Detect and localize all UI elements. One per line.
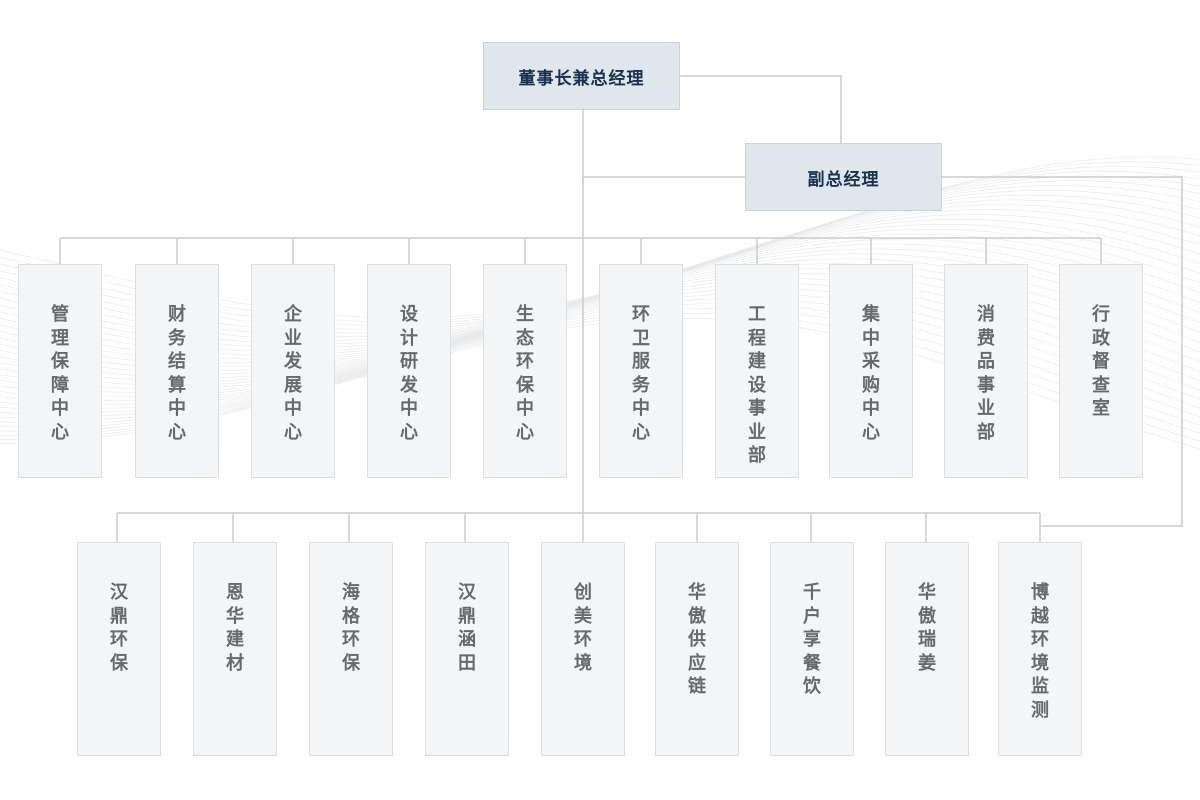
center-box-sanitation: 环卫服务中心 xyxy=(599,264,683,478)
center-box-management: 管理保障中心 xyxy=(18,264,102,478)
subsidiary-box-qianhu: 千户享餐饮 xyxy=(770,542,854,756)
center-box-consumer: 消费品事业部 xyxy=(944,264,1028,478)
center-box-ecology: 生态环保中心 xyxy=(483,264,567,478)
center-box-engineering: 工程建设事业部 xyxy=(715,264,799,478)
subsidiary-label: 华傲供应链 xyxy=(688,582,706,697)
center-box-supervision: 行政督查室 xyxy=(1059,264,1143,478)
subsidiary-label: 华傲瑞姜 xyxy=(918,582,936,674)
subsidiary-label: 汉鼎环保 xyxy=(110,582,128,674)
center-box-design: 设计研发中心 xyxy=(367,264,451,478)
connector-vice-monitor xyxy=(941,176,1183,527)
center-box-development: 企业发展中心 xyxy=(251,264,335,478)
center-label: 财务结算中心 xyxy=(168,304,186,443)
subsidiary-label: 海格环保 xyxy=(342,582,360,674)
center-label: 消费品事业部 xyxy=(977,304,995,443)
subsidiary-label: 博越环境监测 xyxy=(1031,582,1049,721)
subsidiary-box-handing-hantian: 汉鼎涵田 xyxy=(425,542,509,756)
center-label: 企业发展中心 xyxy=(284,304,302,443)
center-label: 生态环保中心 xyxy=(516,304,534,443)
connector-row2-drops xyxy=(116,513,1041,542)
center-label: 集中采购中心 xyxy=(862,304,880,443)
chairman-label: 董事长兼总经理 xyxy=(518,68,645,89)
subsidiary-box-boyue: 博越环境监测 xyxy=(998,542,1082,756)
subsidiary-label: 千户享餐饮 xyxy=(803,582,821,697)
center-label: 工程建设事业部 xyxy=(748,304,766,466)
subsidiary-label: 恩华建材 xyxy=(226,582,244,674)
center-box-finance: 财务结算中心 xyxy=(135,264,219,478)
subsidiary-box-huaao-ruijiang: 华傲瑞姜 xyxy=(885,542,969,756)
subsidiary-label: 创美环境 xyxy=(574,582,592,674)
subsidiary-box-huaao-supply: 华傲供应链 xyxy=(655,542,739,756)
subsidiary-label: 汉鼎涵田 xyxy=(458,582,476,674)
center-label: 行政督查室 xyxy=(1092,304,1110,419)
center-label: 设计研发中心 xyxy=(400,304,418,443)
center-box-procurement: 集中采购中心 xyxy=(829,264,913,478)
subsidiary-box-chuangmei: 创美环境 xyxy=(541,542,625,756)
connector-chairman-vice xyxy=(679,75,842,143)
center-label: 环卫服务中心 xyxy=(632,304,650,443)
connector-row1-drops xyxy=(59,238,1102,264)
chairman-box: 董事长兼总经理 xyxy=(483,42,680,110)
subsidiary-box-haige: 海格环保 xyxy=(309,542,393,756)
center-label: 管理保障中心 xyxy=(51,304,69,443)
vice-label: 副总经理 xyxy=(807,169,880,190)
subsidiary-box-handing: 汉鼎环保 xyxy=(77,542,161,756)
subsidiary-box-enhua: 恩华建材 xyxy=(193,542,277,756)
vice-general-manager-box: 副总经理 xyxy=(745,143,942,211)
